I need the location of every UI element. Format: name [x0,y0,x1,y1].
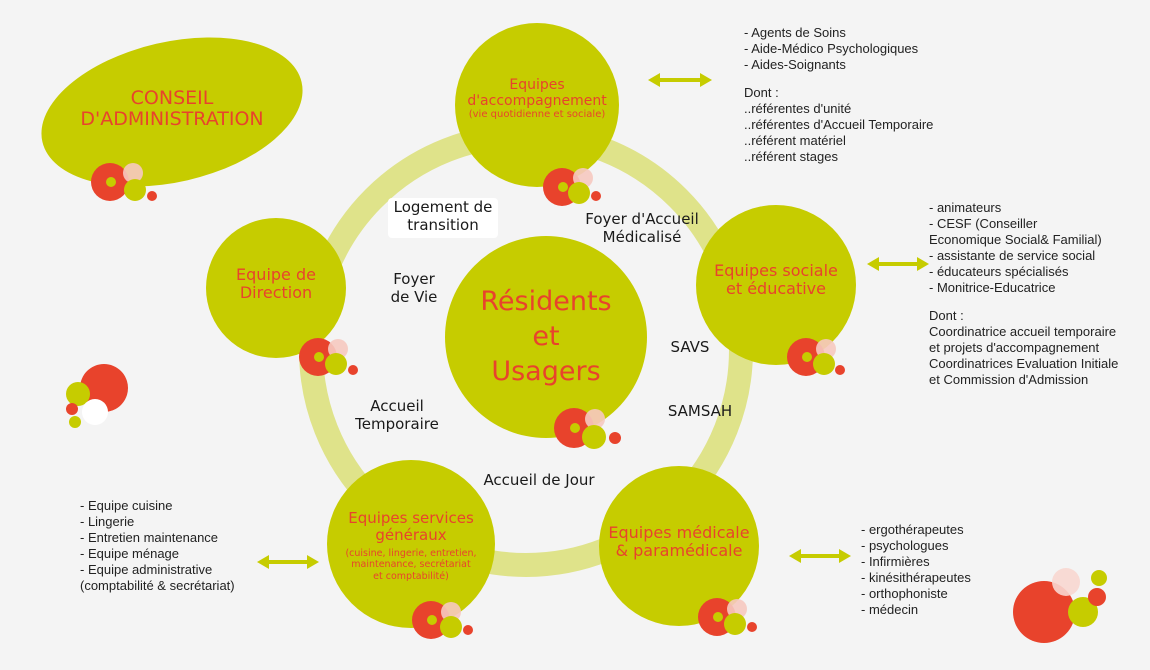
node-medicale-line1: Equipes médicale [608,523,750,542]
list-item: - Entretien maintenance [80,530,219,545]
logement-label-background [388,198,498,238]
label-foyer-vie-line1: Foyer [393,270,435,288]
node-accompagnement-line2: d'accompagnement [467,92,607,109]
dots-cluster-icon [787,338,845,376]
center-line1: Résidents [480,286,612,317]
node-accompagnement-circle [455,23,619,187]
label-fam-line2: Médicalisé [602,228,682,246]
node-accompagnement-label: Equipes d'accompagnement (vie quotidienn… [447,77,627,121]
node-direction-line2: Direction [239,282,313,302]
label-accueil-jour: Accueil de Jour [483,471,595,489]
list-item: - Lingerie [80,514,135,529]
list-item: - psychologues [861,538,949,553]
dots-cluster-icon [91,163,157,201]
node-services-detail-line: et comptabilité) [373,571,449,583]
label-accueil-temp-line2: Temporaire [355,415,439,433]
list-item: - Agents de Soins [744,25,846,40]
node-medicale-line2: & paramédicale [615,540,743,560]
list-item: ..référent stages [744,149,838,164]
center-title: Résidents et Usagers [456,284,636,389]
node-sociale-label: Equipes sociale et éducative [696,262,856,298]
dots-cluster-icon [412,601,473,639]
node-medicale-label: Equipes médicale & paramédicale [599,524,759,560]
list-item: - Equipe ménage [80,546,180,561]
dots-cluster-icon [1013,568,1107,643]
list-item: - animateurs [929,200,1002,215]
list-dont-title: Dont : [929,308,964,323]
list-item: - Monitrice-Educatrice [929,280,1056,295]
label-samsah: SAMSAH [667,402,733,420]
conseil-line2: D'ADMINISTRATION [80,108,264,131]
double-arrow-icon [648,73,712,87]
list-services: - Equipe cuisine - Lingerie - Entretien … [80,498,235,594]
node-direction-circle [206,218,346,358]
label-accueil-temporaire: Accueil Temporaire [342,397,452,433]
dots-cluster-icon [554,408,621,449]
list-item: - assistante de service social [929,248,1096,263]
node-services-line1: Equipes services [348,509,474,527]
double-arrow-icon [257,555,319,569]
node-sociale-circle [696,205,856,365]
conseil-line1: CONSEIL [130,87,214,109]
center-line2: et [532,321,560,353]
list-item: (comptabilité & secrétariat) [80,578,235,593]
list-sociale: - animateurs - CESF (Conseiller Economiq… [929,200,1118,388]
list-item: Economique Social& Familial) [929,232,1102,247]
list-item: et projets d'accompagnement [929,340,1100,355]
dots-cluster-icon [698,598,757,636]
node-direction-label: Equipe de Direction [206,266,346,302]
node-accompagnement-line1: Equipes [509,77,565,93]
list-item: - Equipe administrative [80,562,213,577]
list-item: ..référentes d'unité [744,101,852,116]
label-logement-line2: transition [407,216,479,234]
dots-cluster-icon [543,168,601,206]
node-medicale-circle [599,466,759,626]
double-arrow-icon [789,549,851,563]
dots-cluster-icon [66,364,128,428]
label-logement: Logement de transition [380,198,506,234]
node-services-circle [327,460,495,628]
center-circle [445,236,647,438]
list-item: Coordinatrice accueil temporaire [929,324,1117,339]
list-dont-title: Dont : [744,85,779,100]
list-item: - médecin [861,602,919,617]
node-services-label: Equipes services généraux (cuisine, ling… [326,510,496,583]
list-item: - CESF (Conseiller [929,216,1038,231]
node-services-detail-line: maintenance, secrétariat [351,559,471,571]
node-services-detail-line: (cuisine, lingerie, entretien, [345,547,477,559]
list-item: - Infirmières [861,554,930,569]
label-accueil-temp-line1: Accueil [370,397,424,415]
conseil-ellipse [41,37,303,187]
label-foyer-vie: Foyer de Vie [374,270,454,306]
double-arrow-icon [867,257,929,271]
list-item: Coordinatrices Evaluation Initiale [929,356,1119,371]
node-direction-line1: Equipe de [236,265,316,284]
list-item: ..référent matériel [744,133,846,148]
node-services-detail: (cuisine, lingerie, entretien, maintenan… [326,548,496,584]
list-accompagnement: - Agents de Soins - Aide-Médico Psycholo… [744,25,933,165]
list-item: - Aide-Médico Psychologiques [744,41,919,56]
label-foyer-vie-line2: de Vie [390,288,438,306]
dots-cluster-icon [299,338,358,376]
center-line3: Usagers [491,356,601,388]
label-logement-line1: Logement de [393,198,493,216]
label-savs: SAVS [670,338,710,356]
list-medicale: - ergothérapeutes - psychologues - Infir… [861,522,971,618]
node-services-line2: généraux [375,525,447,544]
node-accompagnement-subtitle: (vie quotidienne et sociale) [468,109,606,121]
list-item: ..référentes d'Accueil Temporaire [744,117,934,132]
conseil-title: CONSEIL D'ADMINISTRATION [72,87,272,131]
list-item: - orthophoniste [861,586,948,601]
list-item: - Aides-Soignants [744,57,846,72]
list-item: - ergothérapeutes [861,522,964,537]
list-item: - kinésithérapeutes [861,570,971,585]
label-fam-line1: Foyer d'Accueil [585,210,699,228]
node-sociale-line1: Equipes sociale [714,261,838,280]
node-sociale-line2: et éducative [726,278,826,298]
label-fam: Foyer d'Accueil Médicalisé [567,210,717,246]
list-item: - éducateurs spécialisés [929,264,1069,279]
list-item: - Equipe cuisine [80,498,173,513]
list-item: et Commission d'Admission [929,372,1089,387]
